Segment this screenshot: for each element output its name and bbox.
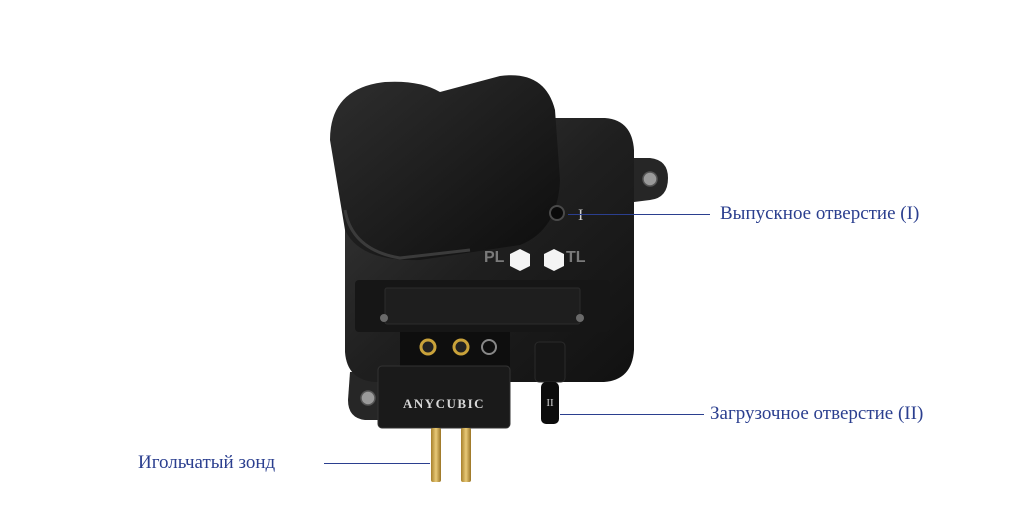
outlet-port [549, 205, 565, 221]
probe-callout-label: Игольчатый зонд [138, 452, 276, 473]
outlet-leader-line [568, 214, 710, 215]
mounting-screw-left [360, 390, 376, 406]
probe-pin-right [461, 428, 471, 482]
terminal-contact-left [419, 338, 437, 356]
outlet-callout-label: Выпускное отверстие (I) [720, 203, 920, 224]
pl-indicator-led [510, 249, 530, 271]
inlet-fitting [534, 341, 566, 383]
outlet-port-mark: I [578, 207, 583, 224]
terminal-contact-right [452, 338, 470, 356]
probe-block [377, 365, 511, 429]
mounting-screw-right [642, 171, 658, 187]
tl-indicator-led [544, 249, 564, 271]
inlet-port-mark: II [546, 397, 554, 409]
motor-knob [330, 75, 560, 261]
inlet-leader-line [560, 414, 704, 415]
probe-pin-left [431, 428, 441, 482]
brand-logo: ANYCUBIC [403, 396, 485, 411]
pl-label: PL [484, 249, 505, 266]
inlet-callout-label: Загрузочное отверстие (II) [710, 403, 924, 424]
tl-label: TL [566, 249, 586, 266]
probe-leader-line [324, 463, 430, 464]
